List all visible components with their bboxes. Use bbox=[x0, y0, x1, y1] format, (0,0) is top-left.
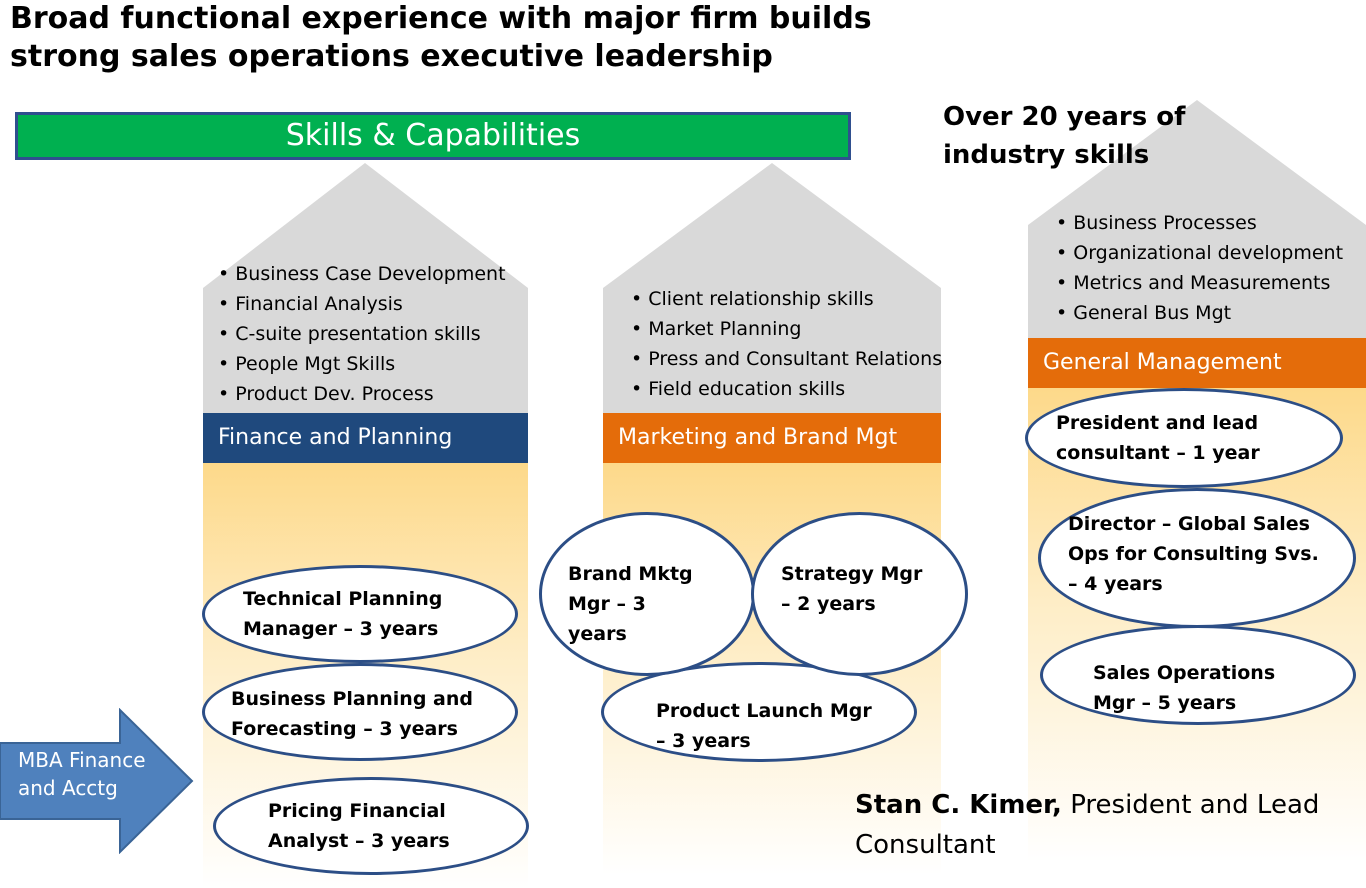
role-text: Product Launch Mgr – 3 years bbox=[656, 700, 872, 752]
skill-item: Field education skills bbox=[631, 374, 942, 404]
skill-item: Business Case Development bbox=[218, 259, 505, 289]
skill-item: Client relationship skills bbox=[631, 284, 942, 314]
general-skill-list: Business Processes Organizational develo… bbox=[1056, 208, 1343, 328]
role-text: Strategy Mgr – 2 years bbox=[781, 563, 923, 615]
skill-item: General Bus Mgt bbox=[1056, 298, 1343, 328]
skill-item: Product Dev. Process bbox=[218, 379, 506, 409]
skill-item: C-suite presentation skills bbox=[218, 319, 506, 349]
role-text: President and lead consultant – 1 year bbox=[1056, 412, 1260, 464]
page-title: Broad functional experience with major f… bbox=[10, 0, 872, 76]
title-line-2: strong sales operations executive leader… bbox=[10, 39, 773, 74]
skill-item: People Mgt Skills bbox=[218, 349, 506, 379]
marketing-skill-list: Client relationship skills Market Planni… bbox=[631, 284, 942, 404]
role-oval bbox=[539, 512, 755, 676]
finance-skill-list: Business Case Development Financial Anal… bbox=[218, 259, 506, 409]
role-oval bbox=[202, 663, 518, 761]
role-oval bbox=[1040, 625, 1356, 725]
marketing-band: Marketing and Brand Mgt bbox=[603, 413, 941, 463]
skill-item: Press and Consultant Relations bbox=[631, 344, 942, 374]
skill-item: Business Processes bbox=[1056, 208, 1343, 238]
role-oval bbox=[213, 777, 529, 875]
skill-item: Financial Analysis bbox=[218, 289, 506, 319]
skill-item: Metrics and Measurements bbox=[1056, 268, 1343, 298]
role-oval bbox=[1038, 488, 1356, 628]
general-band: General Management bbox=[1028, 338, 1366, 388]
role-text: Sales Operations Mgr – 5 years bbox=[1093, 662, 1276, 714]
skill-item: Organizational development bbox=[1056, 238, 1343, 268]
signature-role-line-1: President and Lead bbox=[1070, 790, 1320, 820]
mba-arrow bbox=[0, 708, 194, 854]
role-oval bbox=[202, 565, 518, 663]
skills-capabilities-bar: Skills & Capabilities bbox=[15, 112, 851, 160]
finance-band: Finance and Planning bbox=[203, 413, 528, 463]
signature-name: Stan C. Kimer, bbox=[855, 790, 1062, 820]
mba-label: MBA Finance and Acctg bbox=[18, 748, 146, 800]
title-line-1: Broad functional experience with major f… bbox=[10, 1, 872, 36]
role-text: Business Planning and Forecasting – 3 ye… bbox=[231, 688, 473, 740]
role-text: Technical Planning Manager – 3 years bbox=[243, 588, 443, 640]
skill-item: Market Planning bbox=[631, 314, 942, 344]
role-text: Brand Mktg Mgr – 3 years bbox=[568, 563, 693, 645]
role-oval bbox=[751, 512, 968, 676]
signature-role-line-2: Consultant bbox=[855, 830, 996, 860]
role-text: Pricing Financial Analyst – 3 years bbox=[268, 800, 450, 852]
experience-heading: Over 20 years of industry skills bbox=[943, 102, 1186, 170]
role-text: Director – Global Sales Ops for Consulti… bbox=[1068, 513, 1319, 595]
signature: Stan C. Kimer, President and Lead Consul… bbox=[855, 785, 1319, 865]
role-oval bbox=[1025, 388, 1343, 488]
role-oval bbox=[601, 662, 917, 762]
